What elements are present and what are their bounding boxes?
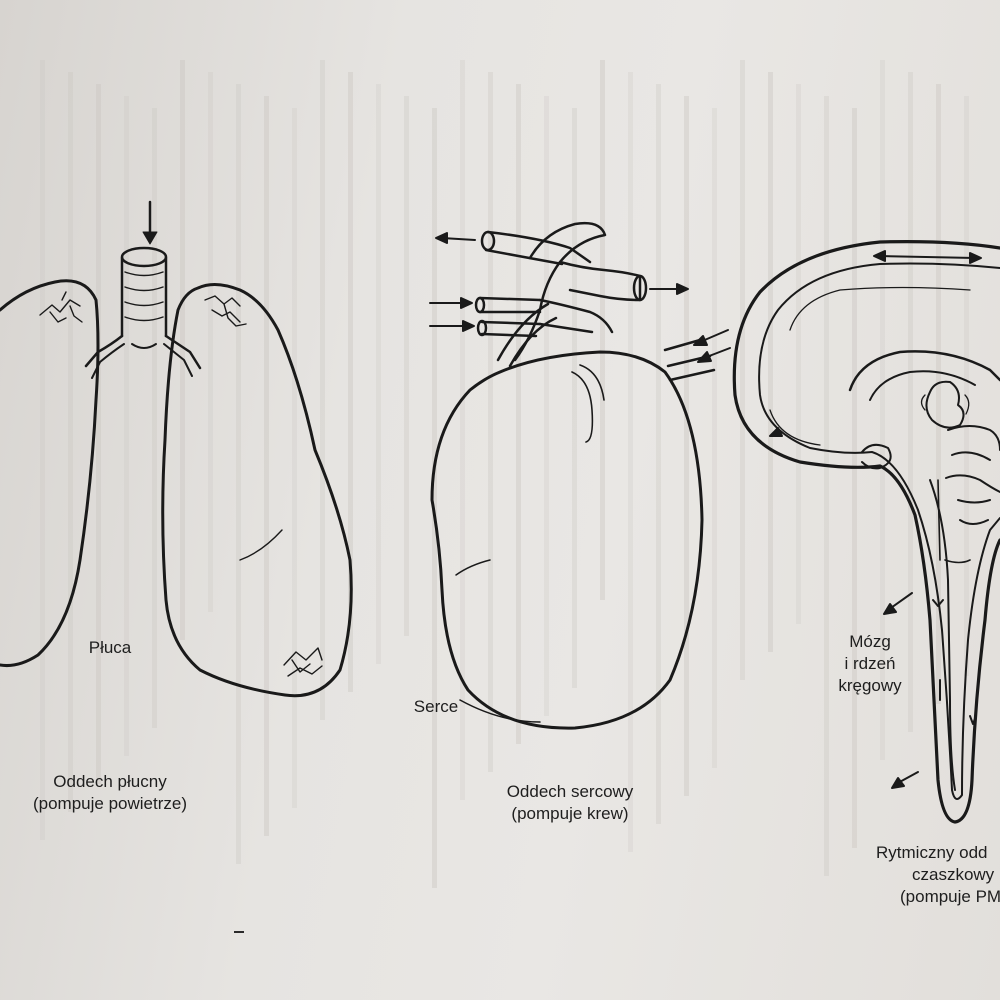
brain-caption: Rytmiczny odd czaszkowy (pompuje PM [860,842,1000,908]
inner-outline [758,262,1000,800]
bleed-line [824,96,829,876]
great-vessels [474,221,716,382]
heart-caption-line-1: Oddech sercowy [506,782,634,801]
bleed-line [628,72,633,852]
heart-label: Serce [413,697,459,716]
bleed-line [264,96,269,836]
bleed-line [768,72,773,652]
lungs-label: Płuca [88,638,132,657]
bleed-line [432,108,437,888]
bleed-line [236,84,241,864]
heart-body [430,350,704,730]
bleed-line [292,108,297,808]
heart-caption-line-2: (pompuje krew) [511,804,629,823]
bleed-line [852,108,857,848]
lungs-caption-line-1: Oddech płucny [53,772,167,791]
bleed-line [516,84,521,744]
bleed-line [572,108,577,688]
lungs-caption-line-2: (pompuje powietrze) [32,794,187,813]
left-lung-vessels [39,291,83,323]
bleed-line [684,96,689,796]
bleed-line [40,60,45,840]
right-lung [161,283,353,698]
bleed-line [600,60,605,600]
bleed-line [124,96,129,756]
bleed-line [908,72,913,732]
csf-flow-arrows-icon [769,250,982,789]
bleed-line [656,84,661,824]
bleed-line [796,84,801,624]
bleed-line [376,84,381,664]
bleed-line [152,108,157,728]
bleed-line [320,60,325,720]
brain-caption-line-2: czaszkowy [912,865,995,884]
left-lung [0,279,100,667]
trachea [84,246,202,379]
brain-label-line-3: kręgowy [838,676,902,695]
brain-label-line-1: Mózg [849,632,891,651]
bleed-line [964,96,969,676]
bleed-line [936,84,941,704]
bleed-line [96,84,101,784]
brain-caption-line-3: (pompuje PM [900,887,1000,906]
bleed-line [180,60,185,640]
bleed-line [740,60,745,680]
bleed-line [460,60,465,800]
right-lung-vessels [204,295,323,677]
bleed-line [488,72,493,772]
brain-label-line-2: i rdzeń [844,654,896,673]
bleed-line [880,60,885,760]
bleed-line [404,96,409,636]
brain-caption-line-1: Rytmiczny odd [876,843,988,862]
inhale-arrow-icon [142,200,158,245]
bleed-line [348,72,353,692]
bleed-line [68,72,73,812]
lungs-caption: Oddech płucny (pompuje powietrze) [0,771,220,815]
brain-outline [732,240,1000,824]
brain-label: Mózg i rdzeń kręgowy [820,631,920,697]
bleed-line [208,72,213,612]
bleed-line [544,96,549,716]
bleed-line [712,108,717,768]
flow-arrows-icon [429,232,731,363]
heart-caption: Oddech sercowy (pompuje krew) [470,781,670,825]
